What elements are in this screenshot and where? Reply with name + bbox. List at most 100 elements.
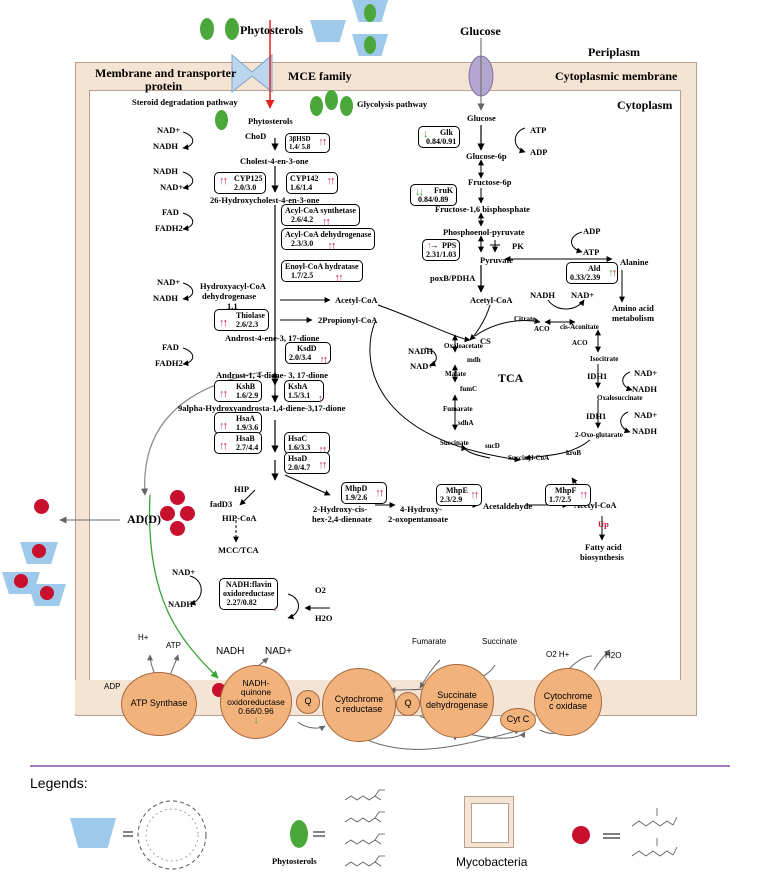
succinate-label: Succinate [482,637,518,646]
enzyme-fold-change: 2.0/4.7 [288,463,311,473]
enzyme-fold-change: 2.0/3.0 [234,183,257,193]
phytosterol-molecule-icon [225,18,239,40]
up-label: Up [598,519,609,529]
mce-transporter-shape [231,53,273,94]
fatty-acid-node-2: biosynthesis [580,552,624,562]
membrane-transporter-label: Membrane and transporter [95,66,237,80]
quinone-q-2: Q [396,692,420,716]
up-arrow-icon: ↑↑ [319,354,328,366]
fructose-6p-node: Fructose-6p [468,177,512,187]
chod-label: ChoD [245,131,267,141]
add-molecule-icon [170,490,185,505]
add-node: AD(D) [127,512,161,526]
complex-fold-change: 0.66/0.96 [238,705,274,716]
hydroxyacyl-coa-dh-label: Hydroxyacyl-CoA [200,281,266,291]
idh1-label-2: IDH1 [586,411,607,421]
pyruvate-node: Pyruvate [480,255,514,265]
up-arrow-icon: ↑↑ [327,240,336,252]
cofactor-nadh: NADH [632,426,658,436]
periplasm-phytosterols-label: Phytosterols [240,23,304,37]
enzyme-fold-change: 1.6/1.4 [290,183,313,193]
enzyme-pps: PPS 2.31/1.03 ↑→ [422,239,461,262]
fructose-bp-node: Fructose-1,6 bisphosphate [435,204,530,214]
up-arrow-icon: ↑↑ [608,267,617,279]
enzyme-name: PPS [442,241,457,250]
mycobacteria-legend-icon [464,796,514,848]
enzyme-name: KsdD [297,344,317,353]
cytochrome-c: Cyt C [500,708,536,732]
steroid-pathway-label: Steroid degradation pathway [132,97,238,107]
enzyme-name: FruK [434,186,454,195]
complex-label-2: c oxidase [548,701,588,711]
phytosterol-legend-icon [290,820,308,848]
hydroxycholest-node: 26-Hydroxycholest-4-en-3-one [210,195,320,205]
cofactor-fad: FAD [162,342,179,352]
atp-label: ATP [166,641,181,650]
cofactor-nad: NAD+ [157,125,181,135]
enzyme-fold-change: 2.31/1.03 [426,250,457,260]
up-arrow-icon: ↑↑ [321,216,331,228]
enzyme-acyl-coa-synthetase: Acyl-CoA synthetase 2.6/4.2 ↑↑ [281,204,360,228]
enzyme-name: Ald [588,264,601,273]
add-molecule-icon [40,586,54,600]
enzyme-fold-change: 2.3/2.9 [440,495,463,505]
add-molecule-icon [180,506,195,521]
cofactor-nadh: NADH [153,166,179,176]
enzyme-mhpf: MhpF 1.7/2.5 ↑↑ [545,484,592,507]
enzyme-fold-change: 2.7/4.4 [236,443,259,453]
phytosterol-molecule-icon [200,18,214,40]
hydroxy-oxo-node: 4-Hydroxy- [400,504,442,514]
atp-synthase-label: ATP Synthase [130,698,188,709]
hydroxy-cis-node-2: hex-2,4-dienoate [312,514,372,524]
enzyme-fold-change: 0.33/2.39 [570,273,601,283]
enzyme-cyp142: CYP142 1.6/1.4 ↑↑ [286,172,339,195]
phytosterol-molecule-icon [364,36,376,54]
legend-phytosterols-label: Phytosterols [272,856,317,866]
propionyl-coa-node: 2Propionyl-CoA [318,315,378,325]
up-arrow-icon: ↑→ [427,240,438,250]
enzyme-mhpe: MhpE 2.3/2.9 ↑↑ [436,484,483,507]
enzyme-name: 3βHSD [289,135,311,143]
enzyme-fold-change: 2.3/3.0 [291,239,314,249]
up-arrow-icon: ↑↑ [318,459,327,471]
enzyme-3bhsd: 3βHSD 1.4/ 5.8 ↑↑ [285,133,331,154]
fumarate-node: Fumarate [443,405,473,413]
androst-4-node: Androst-4-ene-3, 17-dione [225,333,320,343]
fumc-label: fumC [460,385,478,393]
h-plus-label: H+ [138,633,149,642]
enzyme-name: Glk [440,128,453,137]
enzyme-fold-change: 2.0/3.4 [289,353,312,363]
up-arrow-icon: ↑↑ [326,175,335,187]
cofactor-nad: NAD+ [157,277,181,287]
adp-label: ADP [104,682,121,691]
enzyme-fold-change: 1.7/2.5 [291,271,314,281]
enzyme-name: MhpE [446,486,468,495]
add-molecule-icon [170,521,185,536]
enzyme-fold-change: 1.6/2.9 [236,391,259,401]
phytosterol-molecule-icon [310,96,323,116]
add-molecule-icon [14,574,28,588]
complex-label-2: dehydrogenase [425,700,489,710]
hydroxy-oxo-node-2: 2-oxopentanoate [388,514,448,524]
cytoplasm-label: Cytoplasm [617,98,673,112]
cs-label: CS [480,336,491,346]
add-molecule-icon [160,506,175,521]
enzyme-fold-change: 0.84/0.91 [426,137,457,147]
up-arrow-icon: ↑↑ [219,317,228,329]
legend-title: Legends: [30,775,88,791]
enzyme-name: HsaC [288,434,308,443]
enzyme-name: Enoyl-CoA hydratase [285,262,359,271]
enzyme-fold-change: 2.6/2.3 [236,320,259,330]
hip-node: HIP [234,484,250,494]
enzyme-name: Acyl-CoA dehydrogenase [285,230,372,239]
cofactor-nad: NAD+ [634,368,658,378]
add-molecule-icon [32,544,46,558]
poxb-label: poxB/PDHA [430,273,476,283]
hydroxy-cis-node: 2-Hydroxy-cis- [313,504,368,514]
o2-h-label: O2 H+ [546,650,570,659]
complex-label: NADH- [242,677,270,688]
up-arrow-icon: ↑ [317,393,323,405]
up-arrow-icon: ↑↑ [470,489,479,501]
adp-label: ADP [530,147,548,157]
